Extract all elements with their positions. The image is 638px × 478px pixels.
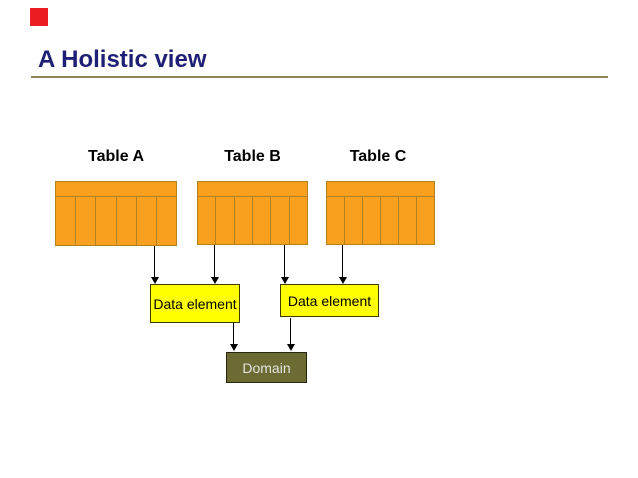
table-column-cell: [96, 197, 117, 245]
data-element-2-label: Data element: [287, 292, 372, 309]
table-b-shape: [197, 181, 308, 245]
domain-box: Domain: [226, 352, 307, 383]
arrowhead-down-icon: [286, 344, 295, 351]
table-column-cell: [76, 197, 97, 245]
table-column-cell: [417, 197, 434, 244]
table-a-header-row: [56, 182, 176, 197]
table-b-label: Table B: [224, 148, 281, 165]
slide-title: A Holistic view: [38, 46, 207, 73]
arrow-shaft: [342, 245, 343, 277]
title-underline-rule: [31, 76, 608, 78]
data-element-1-label: Data element: [153, 295, 237, 312]
table-a-body: [56, 197, 176, 245]
table-column-cell: [381, 197, 399, 244]
table-c-shape: [326, 181, 435, 245]
table-column-cell: [290, 197, 307, 244]
table-column-cell: [363, 197, 381, 244]
data-element-box-1: Data element: [150, 284, 240, 323]
arrowhead-down-icon: [229, 344, 238, 351]
table-column-cell: [345, 197, 363, 244]
table-column-cell: [216, 197, 235, 244]
table-b-body: [198, 197, 307, 244]
table-column-cell: [399, 197, 417, 244]
arrowhead-down-icon: [280, 277, 289, 284]
arrow-shaft: [233, 323, 234, 344]
arrow-shaft: [290, 318, 291, 344]
table-column-cell: [137, 197, 157, 245]
red-corner-marker: [30, 8, 48, 26]
arrow-shaft: [214, 245, 215, 277]
table-b-header-row: [198, 182, 307, 197]
table-c-header-row: [327, 182, 434, 197]
table-column-cell: [117, 197, 137, 245]
table-column-cell: [253, 197, 272, 244]
arrow-shaft: [284, 245, 285, 277]
arrowhead-down-icon: [338, 277, 347, 284]
table-column-cell: [56, 197, 77, 245]
arrow-shaft: [154, 246, 155, 277]
table-column-cell: [271, 197, 290, 244]
table-a-label: Table A: [87, 148, 144, 165]
arrowhead-down-icon: [150, 277, 159, 284]
arrowhead-down-icon: [210, 277, 219, 284]
table-c-label: Table C: [349, 148, 407, 165]
domain-label: Domain: [242, 359, 291, 376]
table-column-cell: [235, 197, 253, 244]
table-column-cell: [157, 197, 176, 245]
data-element-box-2: Data element: [280, 284, 379, 317]
table-c-body: [327, 197, 434, 244]
table-a-shape: [55, 181, 177, 246]
table-column-cell: [327, 197, 345, 244]
table-column-cell: [198, 197, 217, 244]
